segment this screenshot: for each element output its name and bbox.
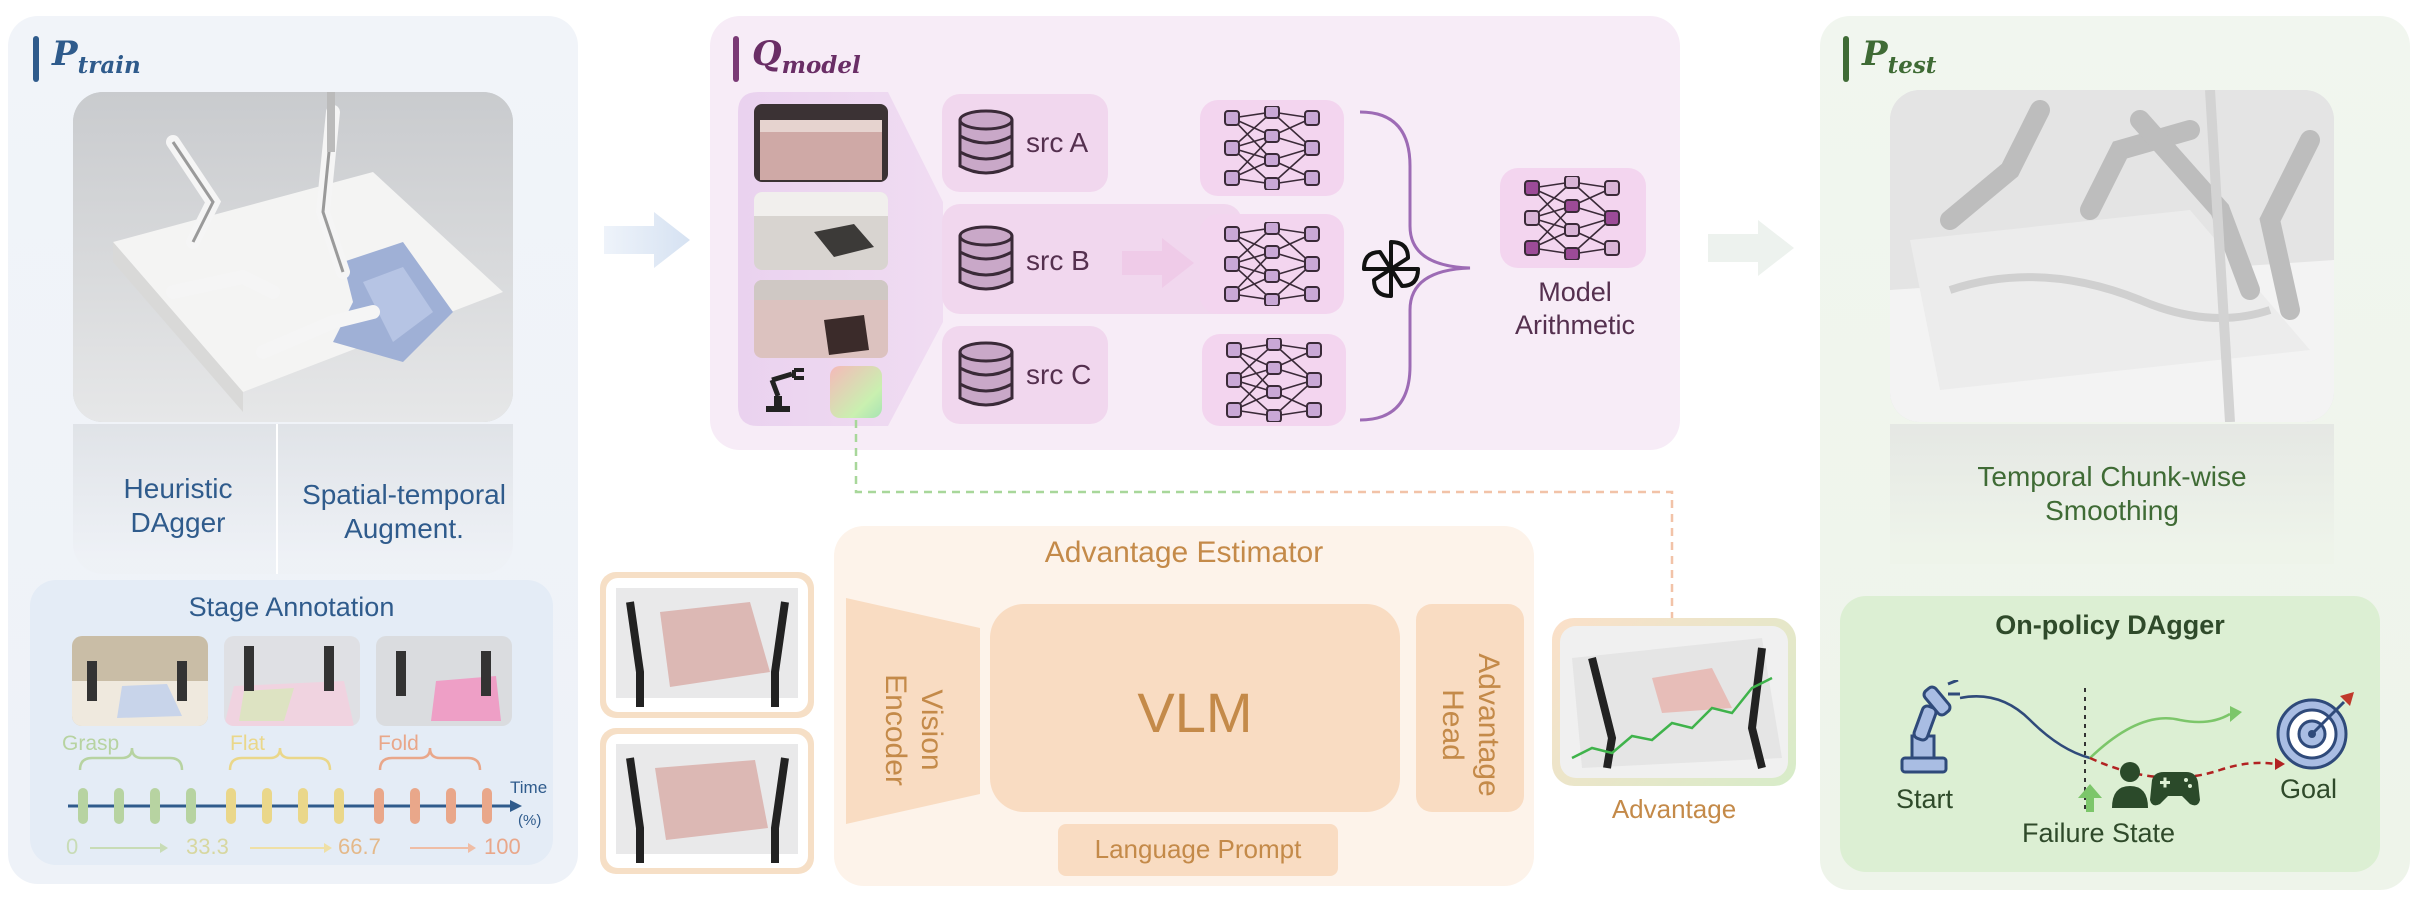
vlm-block xyxy=(990,604,1400,812)
spatial-temporal-augment-label: Spatial-temporal Augment. xyxy=(302,479,506,544)
database-icon-c xyxy=(958,341,1014,407)
goal-target-icon xyxy=(2276,692,2354,770)
stage-annotation-title: Stage Annotation xyxy=(188,592,395,622)
p-test-title: Ptest xyxy=(1862,34,1937,79)
stage-flat-photo xyxy=(224,636,360,726)
camera-view-3 xyxy=(754,280,888,358)
q-model-title-bar xyxy=(733,36,739,82)
arrow-train-to-model xyxy=(604,212,690,268)
tick-100: 100 xyxy=(484,834,521,859)
advantage-head-block xyxy=(1416,604,1524,812)
q-model-title: Qmodel xyxy=(752,34,861,79)
advantage-output-label: Advantage xyxy=(1611,794,1737,824)
dashed-connectors xyxy=(854,420,1674,620)
stage-timeline xyxy=(68,747,522,853)
train-photo-reflection xyxy=(73,424,513,574)
language-prompt-block xyxy=(1058,824,1338,876)
advantage-output-image xyxy=(1552,618,1796,786)
pinwheel-icon xyxy=(1362,240,1420,298)
failure-state-label: Failure State xyxy=(2022,818,2176,848)
neural-network-icon-b xyxy=(1224,222,1320,306)
heuristic-dagger-label: Heuristic DAgger xyxy=(123,473,233,538)
camera-view-2 xyxy=(754,192,888,270)
neural-network-icon-a xyxy=(1224,106,1320,190)
temporal-smoothing-label: Temporal Chunk-wise Smoothing xyxy=(1977,461,2247,526)
state-gradient-chip xyxy=(830,366,882,418)
goal-label: Goal xyxy=(2280,774,2338,804)
merge-brace xyxy=(1359,110,1471,422)
phase-flat-label: Flat xyxy=(230,732,266,755)
tick-0: 0 xyxy=(66,834,79,859)
p-test-title-bar xyxy=(1843,36,1849,82)
tick-66: 66.7 xyxy=(338,834,381,859)
robot-arm-icon xyxy=(766,368,804,412)
model-arithmetic-label: Model Arithmetic xyxy=(1514,277,1636,340)
camera-view-1 xyxy=(754,104,888,182)
language-prompt-label: Language Prompt xyxy=(1094,834,1302,864)
database-icon-a xyxy=(958,109,1014,175)
p-train-title-bar xyxy=(33,36,39,82)
input-image-bottom xyxy=(600,728,814,874)
test-photo-reflection xyxy=(1890,424,2334,564)
vision-encoder-label: Vision Encoder xyxy=(879,674,948,786)
phase-grasp-label: Grasp xyxy=(62,732,120,755)
merged-network-icon xyxy=(1524,176,1620,260)
src-c-label: src C xyxy=(1026,359,1092,390)
advantage-head-label: Advantage Head xyxy=(1436,653,1505,797)
time-axis-label: Time xyxy=(510,778,548,797)
p-train-title: Ptrain xyxy=(52,34,141,79)
robot-arm-start-icon xyxy=(1900,680,1960,774)
on-policy-dagger-title: On-policy DAgger xyxy=(1995,610,2225,640)
test-robot-photo xyxy=(1890,90,2334,422)
neural-network-icon-c xyxy=(1226,338,1322,422)
arrow-src-to-networks xyxy=(1122,238,1194,288)
arrow-model-to-test xyxy=(1708,220,1794,276)
advantage-estimator-title: Advantage Estimator xyxy=(1044,536,1324,569)
stage-fold-photo xyxy=(376,636,512,726)
stage-grasp-photo xyxy=(72,636,208,726)
database-icon-b xyxy=(958,225,1014,291)
reflection-divider xyxy=(276,424,278,574)
start-label: Start xyxy=(1896,784,1954,814)
phase-fold-label: Fold xyxy=(378,732,419,755)
vision-encoder-shape xyxy=(846,598,980,824)
vlm-label: VLM xyxy=(1137,681,1253,744)
input-image-top xyxy=(600,572,814,718)
tick-33: 33.3 xyxy=(186,834,229,859)
human-gamepad-icon xyxy=(2112,762,2200,808)
src-a-label: src A xyxy=(1026,127,1089,158)
time-axis-unit: (%) xyxy=(518,812,542,829)
src-b-label: src B xyxy=(1026,245,1090,276)
train-robot-photo xyxy=(73,92,513,422)
